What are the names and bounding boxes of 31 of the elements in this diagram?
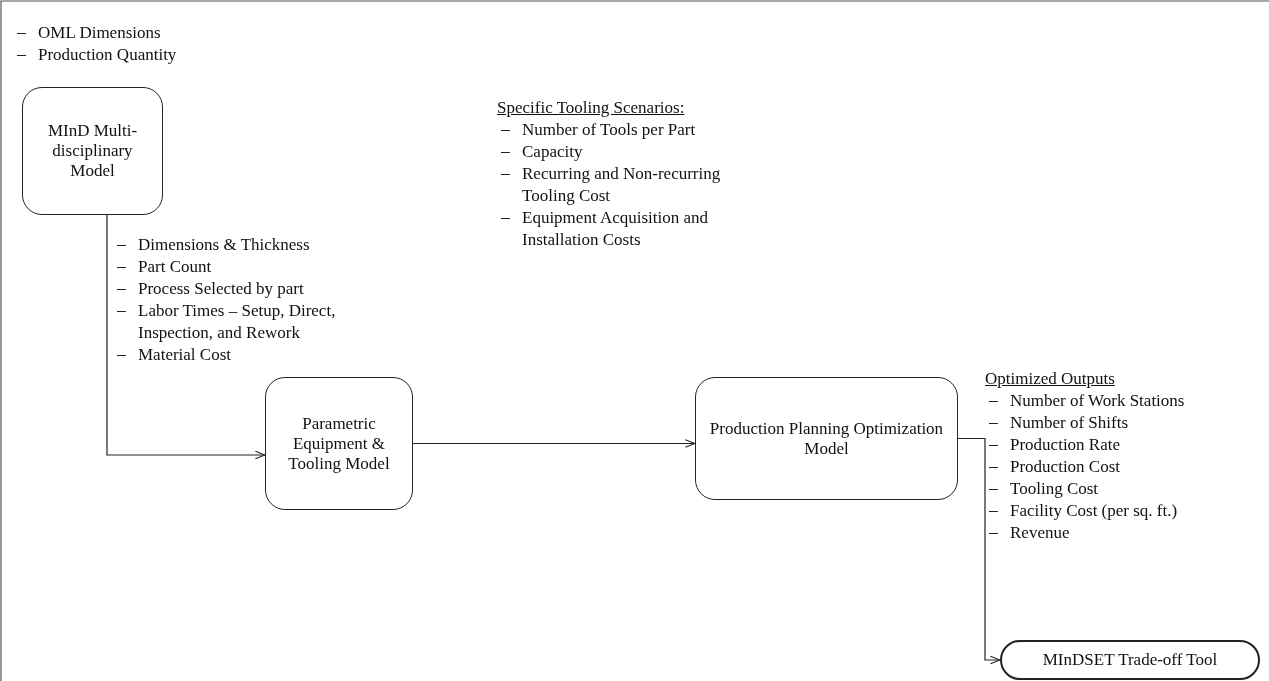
list-heading: Optimized Outputs [985,368,1116,390]
list-item: Capacity [522,141,583,163]
list-item: OML Dimensions [38,22,161,44]
model-box [1000,640,1260,680]
model-box [265,377,413,510]
model-box [695,377,958,500]
list-item: Part Count [138,256,212,278]
list-item: Labor Times – Setup, Direct, Inspection, and Rework [138,300,337,344]
list-item: Production Rate [1010,434,1120,456]
box-label: Production Planning Optimization Model [708,418,945,459]
arrow [106,214,266,460]
list-item: Tooling Cost [1010,478,1099,500]
list-item: Revenue [1010,522,1070,544]
box-label: MInD Multi-disciplinary Model [46,121,139,181]
box-label: MInDSET Trade-off Tool [1042,650,1218,670]
box-label: Parametric Equipment & Tooling Model [287,413,391,474]
list-item: Process Selected by part [138,278,304,300]
list-item: Production Quantity [38,44,177,66]
list-heading: Specific Tooling Scenarios: [497,97,686,119]
list-item: Production Cost [1010,456,1121,478]
arrow [412,439,696,448]
list-item: Equipment Acquisition and Installation Costs [522,207,710,251]
list-item: Number of Tools per Part [522,119,696,141]
arrow [957,437,1001,665]
list-item: Number of Shifts [1010,412,1129,434]
list-item: Facility Cost (per sq. ft.) [1010,500,1178,522]
list-item: Material Cost [138,344,231,366]
list-item: Number of Work Stations [1010,390,1185,412]
model-box [22,87,163,215]
list-item: Recurring and Non-recurring Tooling Cost [522,163,722,207]
list-item: Dimensions & Thickness [138,234,310,256]
